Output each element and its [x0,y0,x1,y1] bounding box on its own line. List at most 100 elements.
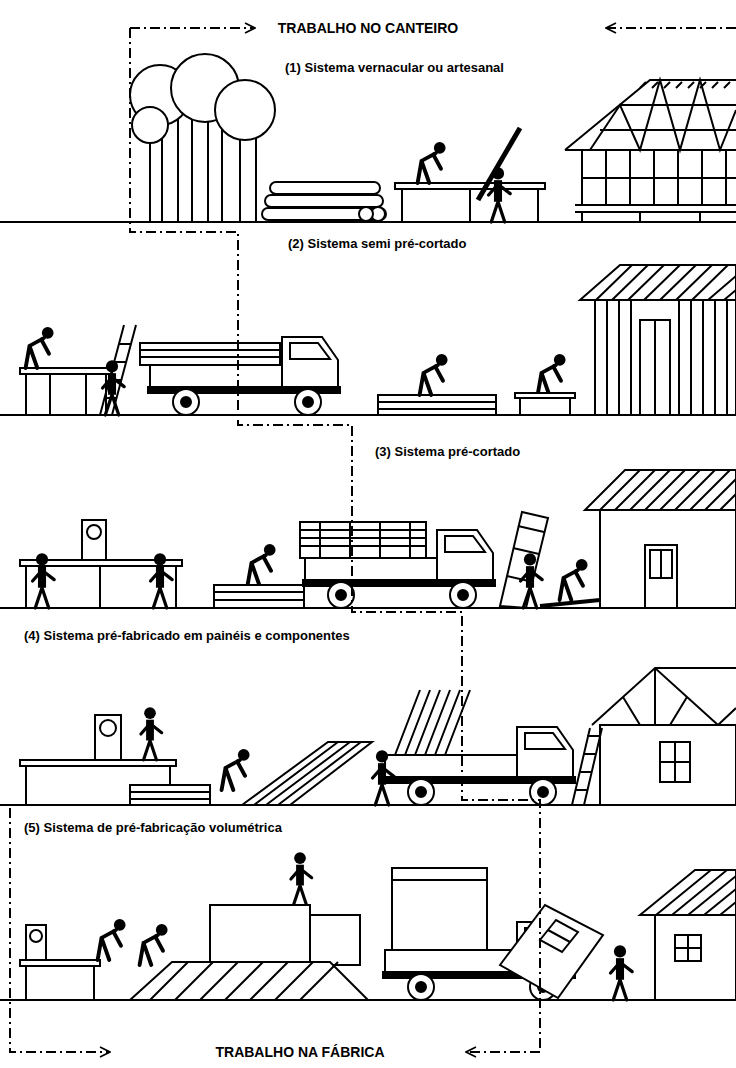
wall-panel [500,905,603,998]
log-pile [270,182,380,194]
wall-panel [242,742,372,805]
ladder [100,325,136,415]
house-frame [623,668,687,725]
worker-figure [98,919,126,960]
plank-stack [378,395,496,415]
wall-panel [540,920,578,952]
system-label: (5) Sistema de pré-fabricação volumétric… [22,820,284,836]
workbench [20,368,112,415]
system-label: (4) Sistema pré-fabricado em painéis e c… [22,628,352,644]
region-heading: TRABALHO NO CANTEIRO [276,20,460,36]
plank-stack [130,785,210,805]
worker-figure [538,354,566,395]
system-label: (3) Sistema pré-cortado [373,444,522,460]
plank-stack [378,395,496,415]
house [580,265,736,415]
house [600,470,736,510]
house [595,300,736,415]
wall-panel [500,512,548,608]
worker-figure [103,360,125,415]
wall-panel [395,690,470,755]
workbench [95,715,121,760]
lumber-load [140,343,280,365]
workbench [50,374,86,415]
workbench [20,520,182,608]
house-frame [660,742,690,782]
wall-panel [242,742,372,805]
building-module [392,868,487,950]
house [675,935,701,961]
house-frame [592,668,736,725]
worker-figure [373,750,395,805]
plank-stack [214,592,304,600]
dashed-boundary [606,27,736,29]
workbench [26,566,176,608]
log-pile [265,195,383,207]
worker-figure [560,559,588,600]
house [675,935,701,961]
wall-panel [500,512,548,608]
plank-stack [130,792,210,799]
building-module [392,879,487,881]
lumber-load [140,343,280,365]
worker-figure [141,707,162,760]
region-heading: TRABALHO NA FÁBRICA [213,1044,386,1060]
workbench [515,393,575,398]
workbench [26,374,106,415]
worker-figure [140,924,168,965]
house-frame [640,82,730,88]
worker-figure [420,354,448,395]
worker-figure [33,553,55,608]
house [640,320,670,415]
house [645,545,677,608]
house [607,300,727,415]
house-frame [592,668,736,805]
log-pile [262,182,386,221]
plank-stack [214,585,304,608]
house-frame [660,742,690,782]
tree [132,107,168,143]
house [640,870,736,1000]
worker-figure [420,354,566,395]
workbench [515,393,575,415]
house-frame [565,80,736,222]
house [640,870,736,915]
dashed-boundary [130,28,540,1052]
house-frame [582,177,736,179]
house [654,320,656,415]
house-frame [600,725,736,805]
log-pile [359,207,373,221]
dashed-boundary [10,808,110,1052]
system-label: (1) Sistema vernacular ou artesanal [283,60,506,76]
house [585,470,736,510]
timber [478,128,520,200]
wall-panel [395,690,470,755]
building-module [210,905,360,965]
workbench [395,183,545,222]
workbench [87,525,101,539]
ladder [572,728,602,805]
system-label: (2) Sistema semi pré-cortado [286,236,468,252]
worker-figure [141,707,250,790]
workbench [402,189,538,222]
house [655,915,736,1000]
building-module [310,915,360,965]
worker-figure [291,852,312,905]
house-frame [582,212,700,222]
roof-module [150,962,338,1000]
worker-figure [151,553,173,608]
house [656,870,736,915]
workbench [100,720,116,736]
worker-figure [26,327,54,368]
lumber-load [300,522,426,558]
house [585,470,736,608]
workbench [26,925,46,960]
worker-figure [248,544,276,585]
worker-figure [222,749,250,790]
log-pile [262,208,386,220]
ladder [100,325,136,415]
house [650,550,672,578]
dashed-boundary [466,1051,540,1053]
